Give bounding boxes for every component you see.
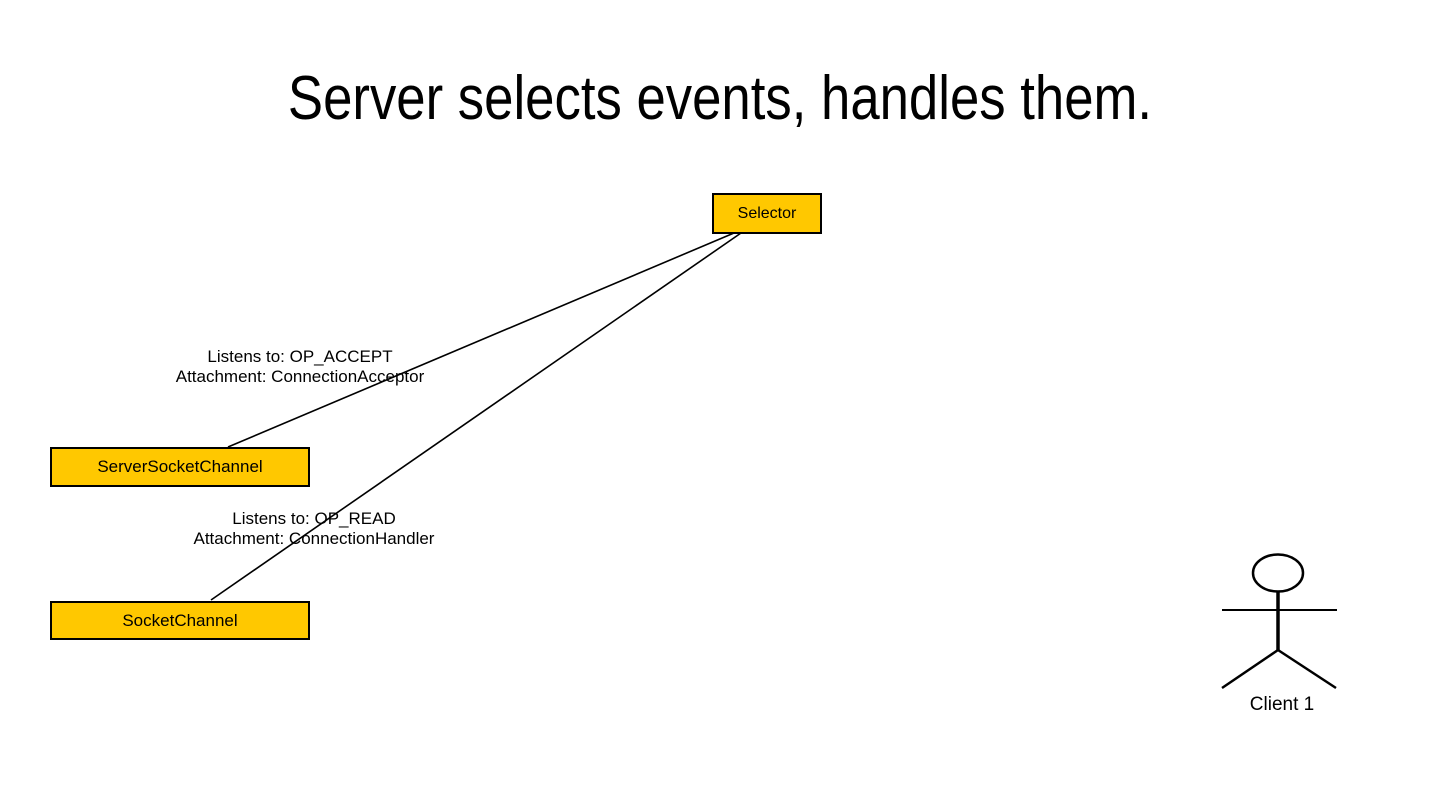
node-serversocketchannel: ServerSocketChannel xyxy=(50,447,310,487)
edge-label-read-line2: Attachment: ConnectionHandler xyxy=(193,529,435,548)
edge-label-accept: Listens to: OP_ACCEPT Attachment: Connec… xyxy=(129,347,471,387)
edge-selector-serversocketchannel xyxy=(227,232,735,448)
edge-label-read-line1: Listens to: OP_READ xyxy=(232,509,396,528)
node-serversocketchannel-label: ServerSocketChannel xyxy=(97,457,263,476)
node-socketchannel: SocketChannel xyxy=(50,601,310,640)
edge-label-accept-line2: Attachment: ConnectionAcceptor xyxy=(175,367,425,386)
actor-label: Client 1 xyxy=(1249,694,1315,715)
actor-leg-right-icon xyxy=(1277,648,1337,690)
slide-title: Server selects events, handles them. xyxy=(287,64,1153,133)
actor-head-icon xyxy=(1251,553,1305,593)
edge-label-read: Listens to: OP_READ Attachment: Connecti… xyxy=(143,509,485,549)
node-selector-label: Selector xyxy=(737,204,797,222)
edge-label-accept-line1: Listens to: OP_ACCEPT xyxy=(207,347,393,366)
actor-figure xyxy=(1221,553,1337,690)
node-selector: Selector xyxy=(712,193,822,234)
actor-leg-left-icon xyxy=(1221,648,1279,690)
node-socketchannel-label: SocketChannel xyxy=(122,610,238,630)
